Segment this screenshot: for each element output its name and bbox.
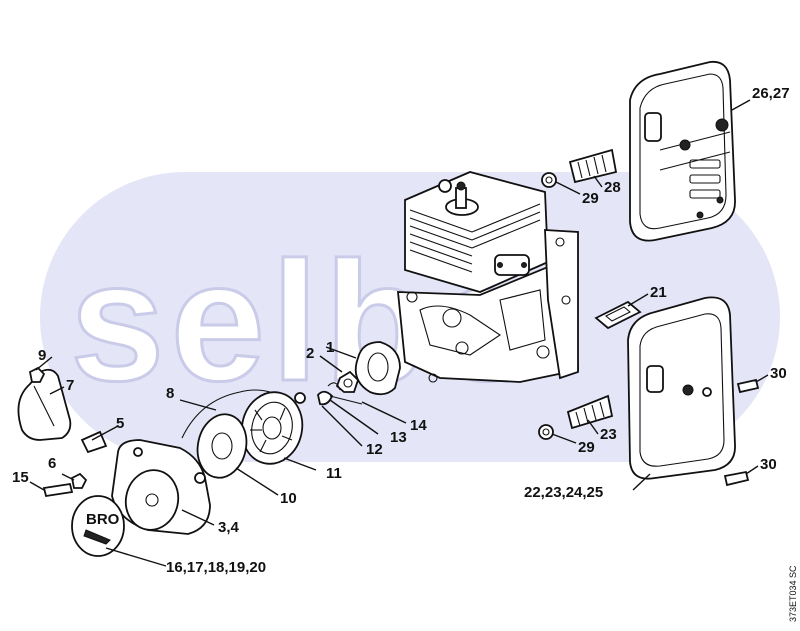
leader-lines [29, 99, 769, 567]
callout-5: 5 [116, 415, 124, 432]
callout-6: 6 [48, 455, 56, 472]
callout-13: 13 [390, 429, 407, 446]
callout-21: 21 [650, 284, 667, 301]
muffler-screw-bottom [723, 470, 750, 487]
crankcase [397, 229, 579, 383]
muffler-lower [627, 296, 736, 480]
fan-housing-insert [240, 391, 306, 465]
brand-logo-plate: BRO [71, 495, 125, 557]
muffler-screw-top [736, 378, 760, 394]
callout-30-bottom: 30 [760, 456, 777, 473]
starter-cover [111, 439, 211, 535]
muffler-upper [629, 60, 736, 242]
callout-11: 11 [326, 465, 342, 482]
callout-16-20: 16,17,18,19,20 [166, 559, 266, 576]
drawing-code: 373ET034 SC [788, 565, 798, 622]
callout-22-25: 22,23,24,25 [524, 484, 603, 501]
callout-23: 23 [600, 426, 617, 443]
screw-15 [42, 482, 74, 498]
callout-8: 8 [166, 385, 174, 402]
callout-26-27: 26,27 [752, 85, 790, 102]
callout-29-top: 29 [582, 190, 599, 207]
pawl-spring [329, 395, 363, 405]
callout-9: 9 [38, 347, 46, 364]
muffler-gasket [594, 300, 642, 330]
pawl-carrier [354, 341, 401, 396]
callout-7: 7 [66, 377, 74, 394]
cap-9 [28, 366, 46, 383]
nut [335, 370, 360, 393]
callout-1: 1 [326, 339, 334, 356]
rope-guide-bush [80, 430, 108, 454]
callout-3-4: 3,4 [218, 519, 240, 536]
rope-rotor [196, 413, 248, 479]
callout-29-bottom: 29 [578, 439, 595, 456]
spring-clip-bottom [538, 424, 554, 440]
callout-12: 12 [366, 441, 383, 458]
nut-6 [70, 472, 88, 489]
callout-28: 28 [604, 179, 621, 196]
callout-14: 14 [410, 417, 427, 434]
starter-rope [181, 389, 271, 439]
starter-grip [17, 368, 72, 441]
callout-10: 10 [280, 490, 297, 507]
engine-cylinder [404, 171, 549, 293]
callout-labels: 1 2 3,4 5 6 7 8 9 10 11 12 13 14 15 16,1… [12, 85, 790, 576]
spring-clip-top [541, 172, 557, 188]
svg-text:BRO: BRO [86, 511, 120, 528]
callout-30-top: 30 [770, 365, 787, 382]
spring-washer [327, 382, 341, 391]
callout-15: 15 [12, 469, 29, 486]
spark-arrestor-bottom [566, 394, 614, 430]
spark-arrestor-top [568, 148, 618, 184]
callout-2: 2 [306, 345, 314, 362]
